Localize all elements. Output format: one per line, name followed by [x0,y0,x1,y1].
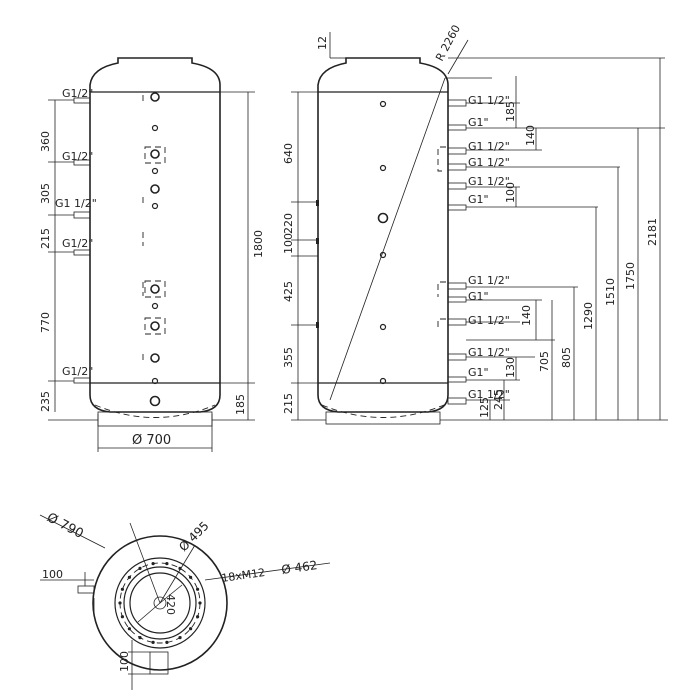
svg-text:100: 100 [118,651,131,672]
svg-text:640: 640 [282,143,295,164]
front-port-5: G1/2" [62,365,93,378]
svg-text:245: 245 [492,389,505,410]
svg-text:R 2260: R 2260 [433,23,463,64]
bolt-hole [178,636,182,640]
svg-text:1800: 1800 [252,230,265,258]
svg-text:12: 12 [316,36,329,50]
front-port-3: G1 1/2" [55,197,97,210]
svg-text:360: 360 [39,131,52,152]
bolt-hole [120,587,124,591]
svg-text:G1": G1" [468,366,489,379]
tank-foot [97,411,213,427]
side-nozzles [437,99,467,405]
bolt-hole [198,601,202,605]
svg-text:Ø 790: Ø 790 [44,510,86,542]
bolt-hole [151,562,155,566]
side-view: G1 1/2" G1" G1 1/2" G1 1/2" G1 1/2" G1" … [282,23,668,425]
bolt-holes [118,562,202,645]
svg-text:420: 420 [164,594,177,615]
svg-text:G1 1/2": G1 1/2" [468,175,510,188]
bolt-hole [138,636,142,640]
svg-text:100: 100 [504,182,517,203]
svg-text:G1 1/2": G1 1/2" [468,314,510,327]
svg-text:G1": G1" [468,193,489,206]
bolt-hole [165,640,169,645]
tank-outline [89,57,221,413]
front-port-1: G1/2" [62,87,93,100]
svg-text:805: 805 [560,347,573,368]
bolt-hole [118,601,122,605]
side-right-dims: 185 140 100 140 130 245 125 705 805 1290… [440,58,668,421]
svg-text:140: 140 [520,305,533,326]
svg-text:215: 215 [282,393,295,414]
svg-text:140: 140 [524,125,537,146]
bolt-hole [196,615,200,619]
bolt-hole [120,615,124,619]
bolt-hole [189,575,193,579]
svg-text:185: 185 [234,394,247,415]
side-tank-outline [317,57,449,413]
svg-text:705: 705 [538,351,551,372]
outer-circle [92,535,228,671]
svg-text:125: 125 [478,397,491,418]
svg-text:G1 1/2": G1 1/2" [468,274,510,287]
front-right-dims: 1800 185 [212,91,265,421]
svg-text:G1 1/2": G1 1/2" [468,346,510,359]
svg-text:1510: 1510 [604,278,617,306]
front-left-dims: 360 305 215 770 235 [39,99,98,421]
svg-text:235: 235 [39,391,52,412]
svg-text:G1": G1" [468,116,489,129]
svg-text:425: 425 [282,281,295,302]
svg-text:2181: 2181 [646,218,659,246]
bolt-hole [189,627,193,631]
left-nozzles [73,97,91,384]
svg-text:305: 305 [39,183,52,204]
bottom-dome [94,404,216,418]
svg-text:100: 100 [282,233,295,254]
svg-text:Ø 495: Ø 495 [176,519,211,554]
svg-text:G1 1/2": G1 1/2" [468,140,510,153]
side-port-labels: G1 1/2" G1" G1 1/2" G1 1/2" G1 1/2" G1" … [468,94,510,401]
front-ports [142,92,166,407]
svg-text:130: 130 [504,357,517,378]
bolt-hole [138,566,142,571]
bolt-hole [127,627,131,631]
svg-text:215: 215 [39,228,52,249]
side-left-dims: 640 220 100 425 355 215 [282,91,326,421]
svg-text:220: 220 [282,213,295,234]
bolt-hole [196,587,200,591]
bolt-hole [165,562,169,566]
svg-text:G1 1/2": G1 1/2" [468,94,510,107]
top-view: 100 100 Ø 790 Ø 495 18xM12 Ø 462 420 [39,510,331,690]
radius-line [329,77,446,401]
front-view: G1/2" G1/2" G1 1/2" G1/2" G1/2" 360 305 … [39,57,265,452]
svg-text:G1 1/2": G1 1/2" [468,156,510,169]
front-diameter: Ø 700 [97,426,213,452]
svg-text:100: 100 [42,568,63,581]
svg-text:Ø 700: Ø 700 [132,433,171,448]
svg-text:Ø 462: Ø 462 [280,558,318,577]
svg-text:185: 185 [504,101,517,122]
svg-text:G1": G1" [468,290,489,303]
front-port-4: G1/2" [62,237,93,250]
svg-text:18xM12: 18xM12 [221,566,266,585]
svg-text:355: 355 [282,347,295,368]
svg-text:1750: 1750 [624,262,637,290]
front-port-2: G1/2" [62,150,93,163]
svg-text:1290: 1290 [582,302,595,330]
front-port-labels: G1/2" G1/2" G1 1/2" G1/2" G1/2" [55,87,97,378]
svg-text:770: 770 [39,312,52,333]
bolt-hole [151,640,155,645]
svg-text:G1 1/2": G1 1/2" [468,388,510,401]
bolt-hole [127,575,131,579]
